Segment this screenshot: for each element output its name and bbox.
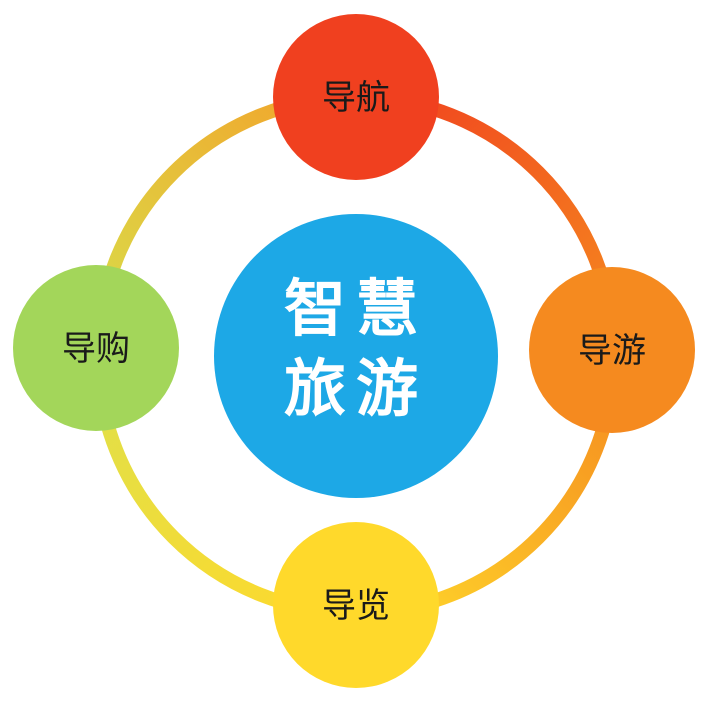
center-title-line2: 旅游 [284,352,428,425]
node-label-left: 导购 [62,329,130,369]
node-right: 导游 [529,267,695,433]
node-circle-bottom [273,522,439,688]
node-left: 导购 [13,265,179,431]
node-label-bottom: 导览 [322,586,390,626]
center-title-line1: 智慧 [284,272,428,345]
node-label-top: 导航 [322,78,390,118]
center-node: 智慧 旅游 [214,214,498,498]
node-circle-right [529,267,695,433]
node-bottom: 导览 [273,522,439,688]
center-circle [214,214,498,498]
node-top: 导航 [273,14,439,180]
node-circle-top [273,14,439,180]
node-circle-left [13,265,179,431]
node-label-right: 导游 [578,331,646,371]
